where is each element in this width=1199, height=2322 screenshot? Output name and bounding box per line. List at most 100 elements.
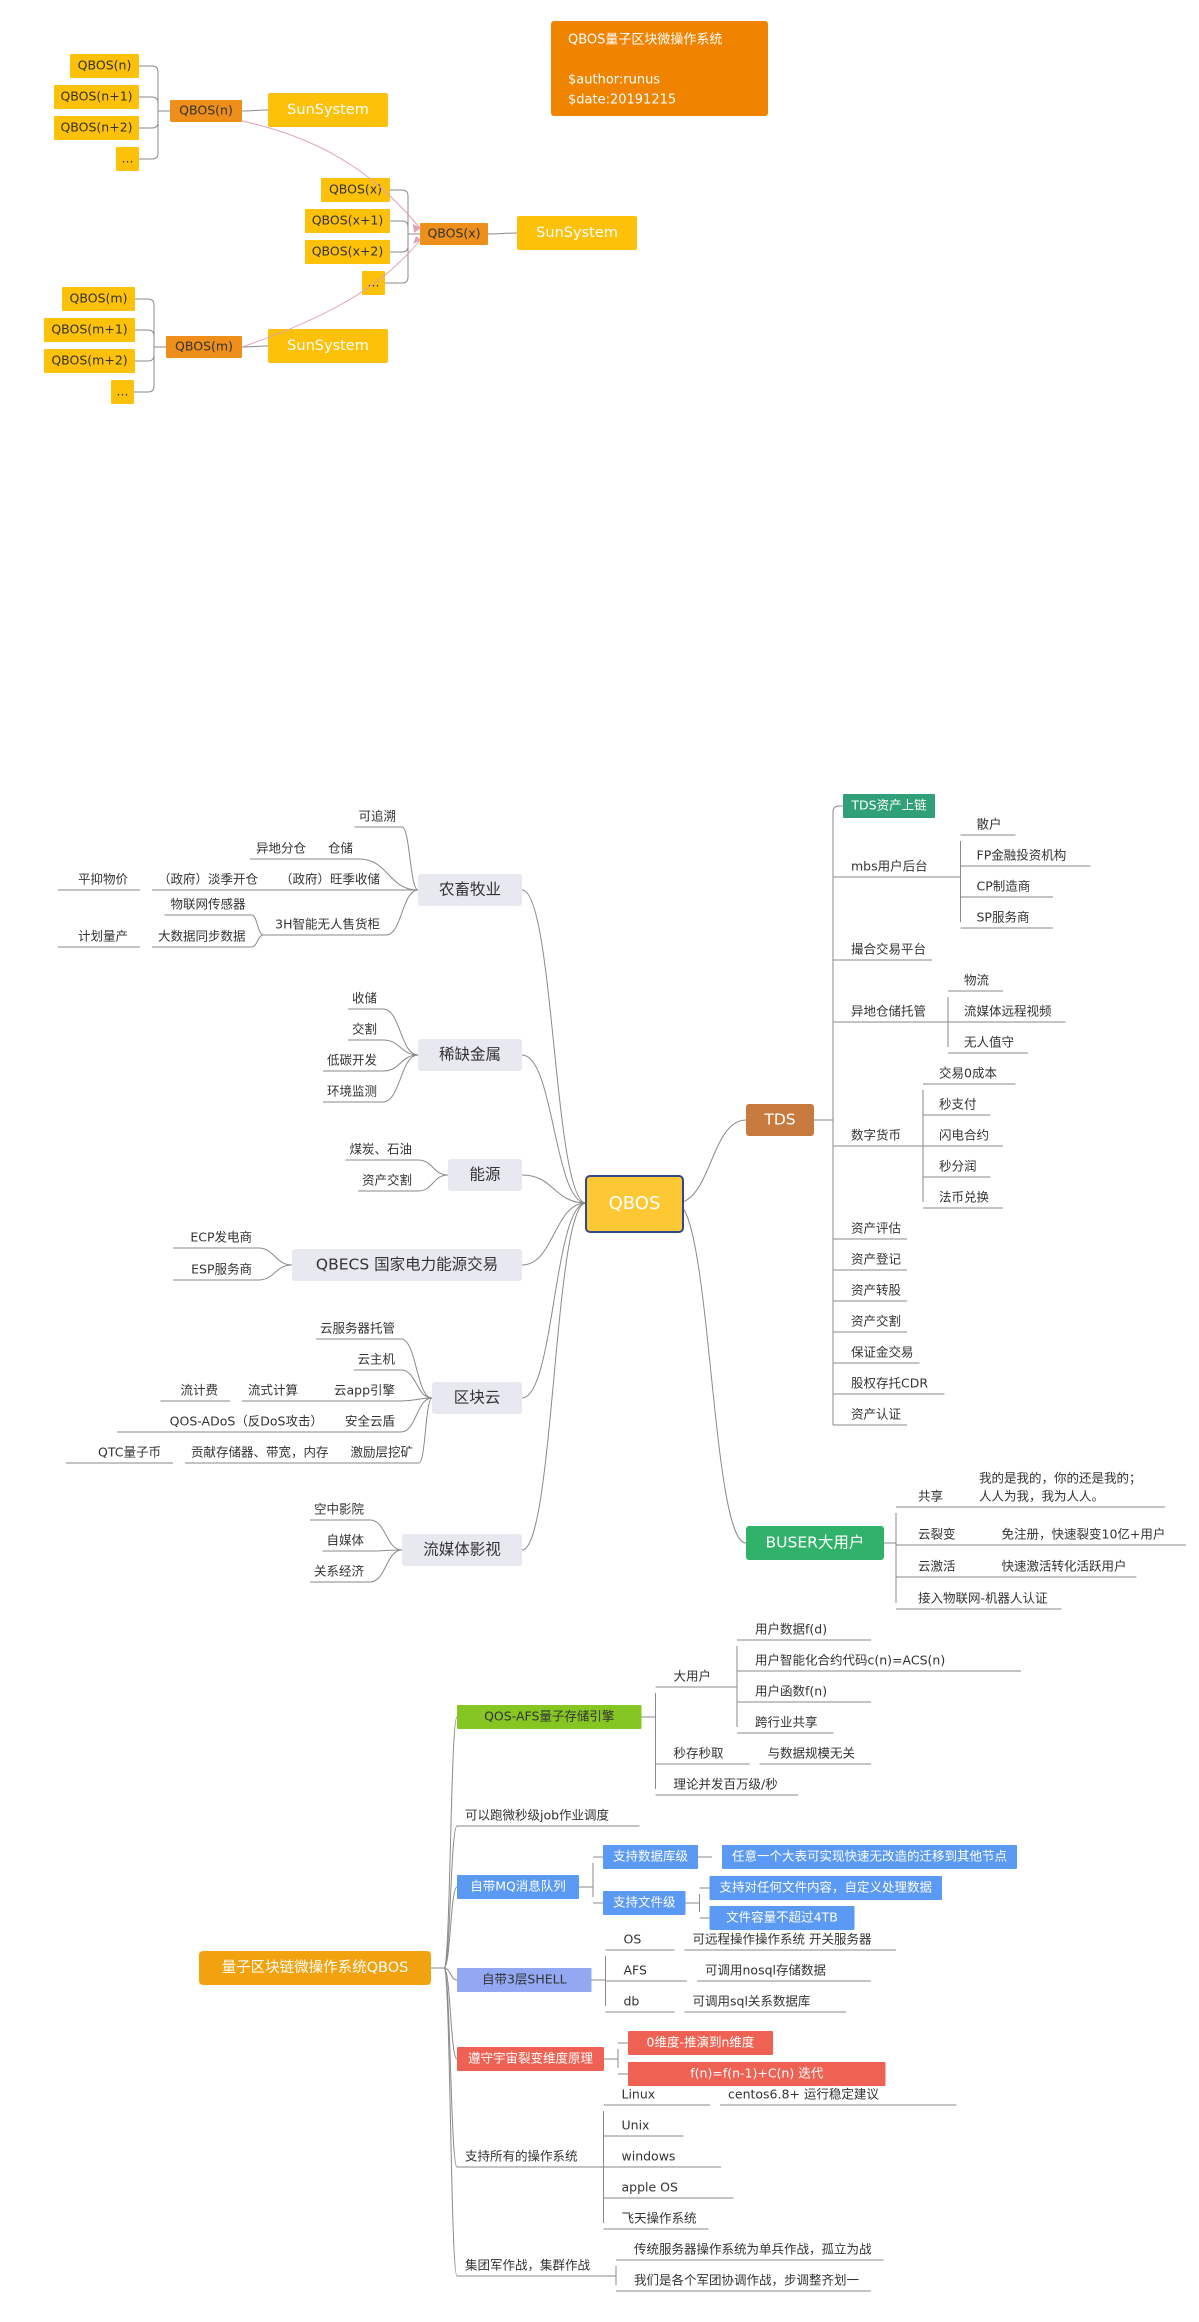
leaf-label: QBOS(x+2) [312,244,384,259]
connector-line [443,1967,458,2060]
sub-topic-label: 云服务器托管 [320,1321,395,1336]
sub-topic-label: ESP服务商 [191,1262,252,1277]
sub-topic-label: 秒存秒取 [674,1746,725,1761]
detail-label: 大数据同步数据 [158,929,246,944]
detail-label: 支持对任何文件内容，自定义处理数据 [719,1880,932,1895]
node-label: QBOS(x) [427,226,480,241]
detail-label: 文件容量不超过4TB [726,1910,838,1925]
node-box [420,223,488,245]
center-node-box [585,1175,684,1233]
connector-line [251,914,264,936]
sub-topic-label: 云裂变 [918,1527,956,1542]
title-card-line: QBOS量子区块微操作系统 [568,32,722,48]
system-box [517,216,637,250]
center-node-label: QBOS [609,1193,661,1214]
connector-line [390,245,409,253]
connector-line [443,1967,458,1981]
sub-topic-label: mbs用户后台 [851,859,928,874]
leaf-box [54,85,139,109]
detail-box [709,1906,855,1930]
connector-line [385,276,409,284]
leaf-box [44,349,135,373]
sub-topic-label: 飞天操作系统 [622,2211,697,2226]
connector-line [382,1008,419,1056]
title-card-line: $date:20191215 [568,93,676,108]
detail-label: 快速激活转化活跃用户 [1002,1559,1127,1574]
connector-line [139,96,159,104]
sub-topic-label: 支持数据库级 [613,1849,689,1864]
leaf-box [54,116,139,140]
leaf-box [305,209,390,233]
topic-box [628,2031,773,2055]
branch-label: 可以跑微秒级job作业调度 [465,1808,610,1823]
connector-line [487,232,518,235]
detail-label: CP制造商 [977,879,1031,894]
detail-label: 与数据规模无关 [768,1746,856,1761]
sub-topic-label: 可追溯 [358,809,396,824]
sub-topic-label: f(n)=f(n-1)+C(n) 迭代 [690,2066,823,2081]
connector-line [241,109,269,112]
main-topic-label: BUSER大用户 [766,1534,865,1552]
leaf-label: ... [117,384,129,399]
connector-line [418,1397,433,1464]
leaf-label: QBOS(x+1) [312,213,384,228]
detail-label: 免注册，快速裂变10亿+用户 [1002,1527,1166,1542]
connector-line [832,805,843,813]
sub-topic-label: 低碳开发 [327,1053,378,1068]
sub-topic-label: 资产认证 [851,1407,902,1422]
leaf-label: QBOS(m+1) [51,322,127,337]
diagram-qbos-application-map: QBOS农畜牧业可追溯仓储异地分仓（政府）旺季收储（政府）淡季开仓平抑物价3H智… [58,794,1186,1610]
detail-label: SP服务商 [977,910,1030,925]
detail-label: 可远程操作操作系统 开关服务器 [693,1932,872,1947]
main-topic-box [432,1382,522,1414]
main-topic-label: 稀缺金属 [439,1046,501,1064]
connector-line [135,329,155,337]
connector-line [241,345,269,348]
connector-line [521,1202,587,1551]
main-topic-label: 能源 [469,1166,500,1184]
leaf-box [321,178,390,202]
connector-line [385,889,419,936]
diagram-qbos-cluster: QBOS量子区块微操作系统$author:runus $date:2019121… [44,21,768,404]
leaf-label: QBOS(m) [70,291,128,306]
node-box [170,100,242,122]
detail-label: 流式计算 [248,1383,298,1398]
detail-label: 流计费 [180,1383,218,1398]
sub-topic-label: db [624,1994,640,2009]
connector-line [369,1519,403,1551]
connector-line [521,1202,587,1266]
connector-line [139,65,159,73]
connector-line [382,1054,419,1103]
node-label: QBOS(n) [179,103,233,118]
leaf-box [362,271,385,295]
relation-arrow [413,224,421,233]
sub-topic-label: 资产登记 [851,1252,902,1267]
branch-label: 遵守宇宙裂变维度原理 [468,2051,594,2066]
sub-topic-label: 3H智能无人售货柜 [275,917,380,932]
main-topic-box [402,1534,522,1566]
detail-label: 用户数据f(d) [755,1622,827,1637]
leaf-label: QBOS(n+1) [60,89,132,104]
detail-label: 秒分润 [939,1159,977,1174]
main-topic-label: QBECS 国家电力能源交易 [316,1256,498,1274]
relation-link [241,120,421,229]
main-topic-label: 农畜牧业 [439,881,501,899]
leaf-label: QBOS(n) [78,58,132,73]
sub-topic-label: 云app引擎 [334,1383,395,1398]
connector-line [521,889,587,1204]
connector-line [369,1549,403,1583]
connector-line [400,1369,433,1399]
detail-label: 我的是我的，你的还是我的； [979,1471,1142,1486]
detail-label: 法币兑换 [939,1190,990,1205]
connector-line [401,826,419,891]
connector-line [390,189,409,197]
sub-topic-label: 资产评估 [851,1221,901,1236]
root-topic-label: 量子区块链微操作系统QBOS [222,1959,409,1976]
leaf-label: ... [122,151,134,166]
highlight-topic-box [843,794,935,818]
sub-topic-label: 收储 [352,991,377,1006]
sub-topic-label: OS [624,1932,642,1947]
branch-box [457,1705,642,1729]
connector-line [443,1886,458,1969]
